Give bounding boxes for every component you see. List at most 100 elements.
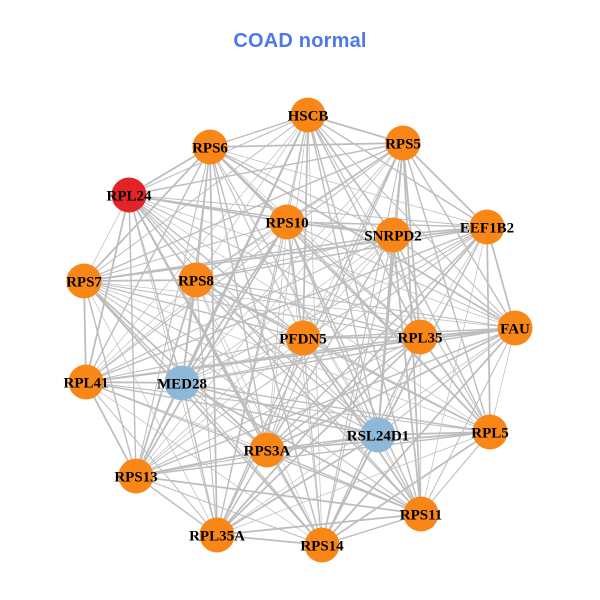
network-edge [135,431,491,477]
network-edge [266,142,404,451]
network-edge [128,194,422,515]
network-edge [209,146,304,339]
network-edge [266,226,488,451]
network-edge [195,114,309,281]
node-label: RPS6 [192,140,228,156]
network-edge [181,221,288,384]
network-node [360,417,396,453]
network-edge [135,475,422,515]
network-edge [286,221,304,339]
network-edge [85,221,288,383]
network-edge [209,146,218,536]
network-edge [135,337,304,477]
network-edge [286,221,394,236]
network-edge [195,279,421,338]
network-edge [209,146,394,236]
network-edge [302,336,421,339]
node-label: EEF1B2 [460,220,514,236]
network-edge [216,513,422,536]
network-edge [181,382,422,515]
network-edge [195,221,288,281]
network-edge [392,234,421,338]
network-edge [195,279,268,451]
network-node [402,319,438,355]
network-edge [83,280,516,329]
network-edge [128,194,323,546]
network-edge [83,280,268,451]
network-edge [286,221,422,515]
network-edge [216,221,288,536]
network-edge [209,146,488,228]
network-node [118,458,154,494]
network-edge [83,114,309,282]
network-edge [321,431,491,546]
network-edge [83,279,197,282]
network-edge [216,434,379,536]
network-edge [181,382,268,451]
network-edge [85,194,130,383]
network-edge [307,114,394,236]
node-label: MED28 [157,376,207,392]
node-label: RPL35 [398,330,443,346]
network-edge [402,142,516,329]
node-label: RSL24D1 [347,428,410,444]
network-edge [216,534,323,546]
network-edge [85,381,323,546]
network-edge [377,431,491,436]
network-edge [195,234,394,281]
network-node [111,177,147,213]
network-edge [83,280,323,546]
network-edge [181,382,491,433]
node-label: HSCB [288,108,329,124]
network-node [385,125,421,161]
network-edge [135,142,404,477]
network-edge [195,226,488,281]
network-edge [307,114,379,436]
network-edge [181,327,516,384]
network-node [178,262,214,298]
network-edge [489,327,516,433]
network-node [472,414,508,450]
network-edge [302,226,488,339]
network-edge [181,234,394,384]
network-node [403,496,439,532]
network-edge [266,327,516,451]
network-edge [135,114,309,477]
network-edge [321,327,516,546]
network-edge [420,327,516,515]
network-edge [128,194,516,329]
network-edge [209,146,421,338]
network-edge [181,382,379,436]
network-node [269,204,305,240]
network-edge [85,234,394,383]
node-label: RPS8 [178,273,214,289]
network-edge [128,194,218,536]
network-edge [128,142,404,196]
network-edge [83,280,379,436]
network-node [199,517,235,553]
network-node [469,209,505,245]
network-edge [302,337,379,436]
network-node [68,364,104,400]
network-edge [377,234,394,436]
network-edge [392,234,491,433]
network-edge [128,194,379,436]
network-edge [402,142,488,228]
network-edge [135,146,211,477]
network-edge [302,234,394,339]
network-edge [85,381,379,436]
node-label: RPS11 [400,507,443,523]
network-edge [402,142,421,338]
network-node [249,432,285,468]
network-edge [83,221,288,282]
node-label: SNRPD2 [364,228,422,244]
network-edge [195,279,516,329]
network-edge [85,337,304,383]
node-label: FAU [500,321,530,337]
network-edge [286,221,323,546]
network-edge [209,142,404,148]
network-edge [195,279,218,536]
network-edge [266,337,304,451]
network-edge [85,381,491,433]
